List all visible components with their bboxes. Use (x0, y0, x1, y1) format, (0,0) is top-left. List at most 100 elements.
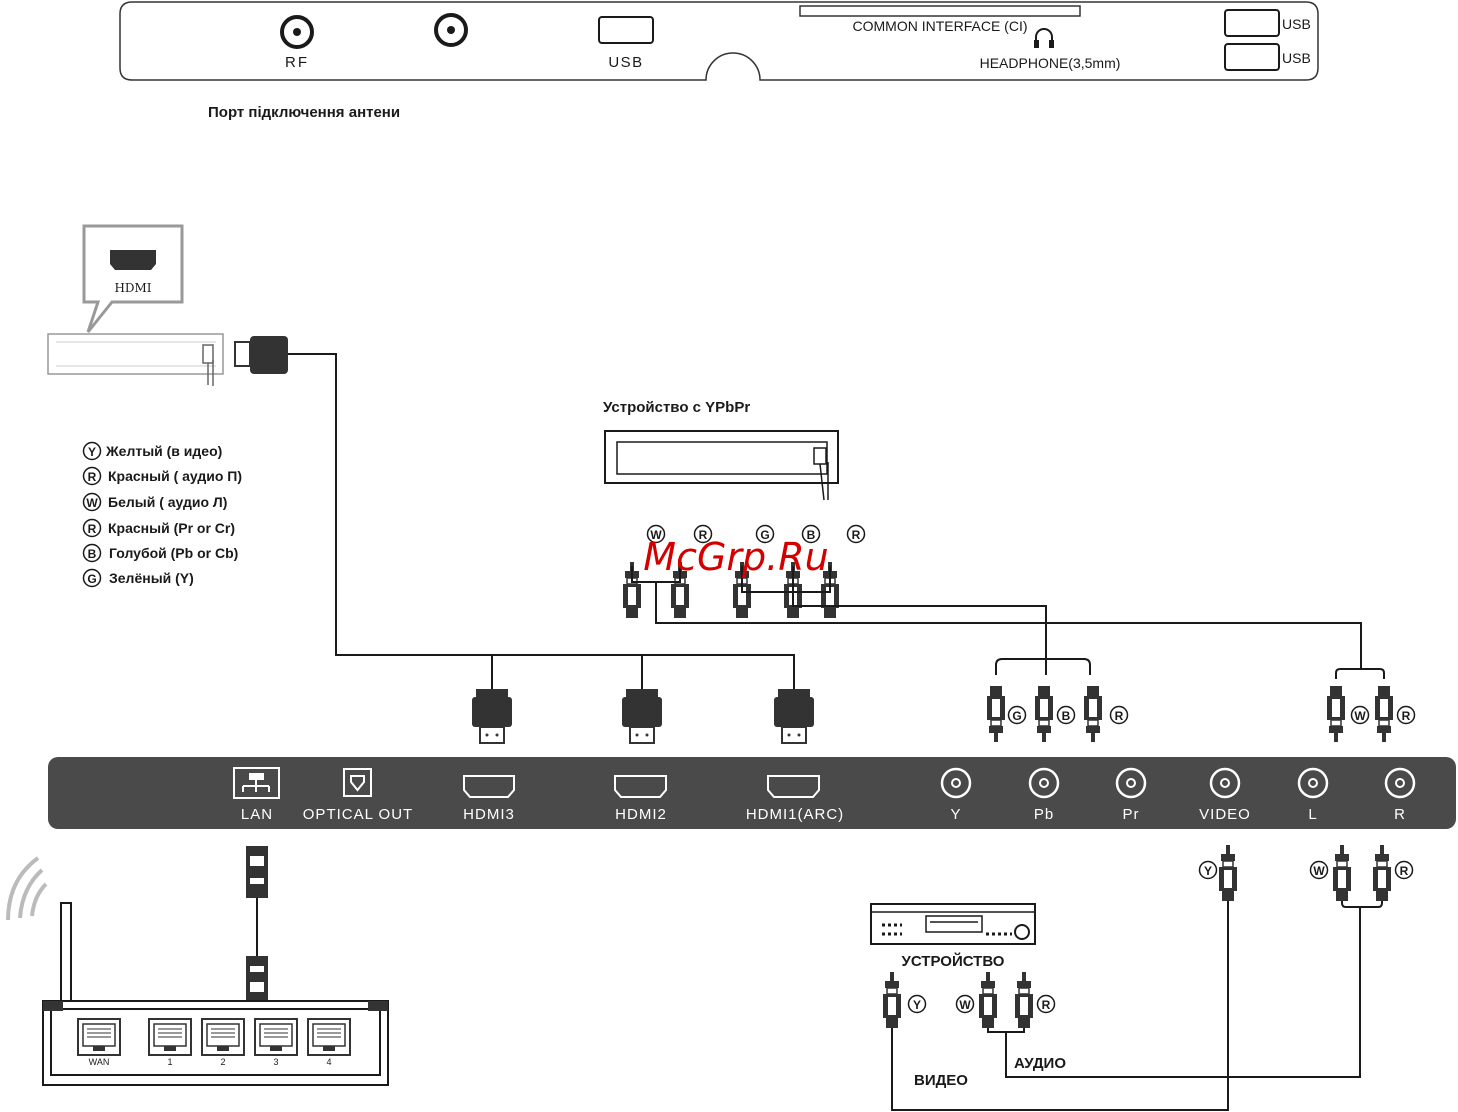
legend-text: Голубой (Pb or Cb) (109, 545, 238, 561)
color-legend: Y Желтый (в идео) R Красный ( аудио П) W… (82, 441, 242, 588)
rear-connector-panel: LAN OPTICAL OUT HDMI3 HDMI2 HDMI1(ARC) Y… (48, 757, 1456, 829)
rf-label: RF (285, 54, 309, 71)
pr-jack[interactable] (1115, 767, 1147, 799)
pb-jack[interactable] (1028, 767, 1060, 799)
usb-port-side-1[interactable] (1224, 9, 1280, 37)
av-device (870, 903, 1036, 945)
router-port-3[interactable] (254, 1018, 298, 1056)
component-plugs: G B R (986, 685, 1129, 743)
satellite-port[interactable] (434, 13, 468, 47)
router: WAN 1 2 3 4 (6, 856, 389, 1086)
port-label-pr: Pr (1123, 806, 1140, 823)
usb-side-label-2: USB (1282, 50, 1311, 66)
optical-out-port[interactable] (343, 768, 372, 797)
router-port-label: 1 (167, 1057, 172, 1067)
legend-text: Белый ( аудио Л) (108, 494, 227, 510)
port-label-optical: OPTICAL OUT (303, 806, 413, 823)
cable-routes (256, 353, 1385, 956)
plug-letter: G (1012, 709, 1021, 723)
port-label-lan: LAN (241, 806, 273, 823)
av-video-label: ВИДЕО (914, 1072, 968, 1089)
ypbpr-device (604, 430, 839, 501)
av-plugs-right: Y W R (1198, 844, 1414, 908)
router-port-wan[interactable] (77, 1018, 121, 1056)
plug-letter: W (1313, 864, 1325, 878)
plug-letter: R (699, 528, 708, 542)
hdmi-plug-hdmi2[interactable] (621, 688, 663, 744)
plug-letter: Y (913, 998, 921, 1012)
legend-item-green: G Зелёный (Y) (82, 568, 194, 588)
usb-port-top[interactable] (598, 16, 654, 44)
legend-item-blue: B Голубой (Pb or Cb) (82, 543, 238, 563)
antenna-caption: Порт підключення антени (208, 104, 400, 121)
audio-plugs-top: W R (1326, 685, 1416, 743)
plug-letter: B (807, 528, 816, 542)
audio-l-jack[interactable] (1297, 767, 1329, 799)
usb-side-label-1: USB (1282, 16, 1311, 32)
legend-text: Красный (Pr or Cr) (108, 520, 235, 536)
ypbpr-device-label: Устройство с YPbPr (603, 399, 750, 416)
headphone-label: HEADPHONE(3,5mm) (980, 55, 1121, 71)
port-label-hdmi2: HDMI2 (615, 806, 667, 823)
plug-letter: Y (1204, 864, 1212, 878)
ci-slot[interactable] (799, 5, 1081, 17)
legend-item-yellow: Y Желтый (в идео) (82, 441, 222, 461)
usb-port-side-2[interactable] (1224, 43, 1280, 71)
router-port-label: 3 (273, 1057, 278, 1067)
usb-label-top: USB (608, 54, 643, 71)
router-port-4[interactable] (307, 1018, 351, 1056)
hdmi2-port[interactable] (614, 775, 667, 798)
hdmi3-port[interactable] (463, 775, 515, 798)
port-label-pb: Pb (1034, 806, 1054, 823)
ci-label: COMMON INTERFACE (CI) (853, 18, 1028, 34)
plug-letter: W (959, 998, 971, 1012)
legend-item-white: W Белый ( аудио Л) (82, 492, 227, 512)
router-port-label: 4 (326, 1057, 331, 1067)
lan-cable (246, 846, 268, 1000)
legend-text: Красный ( аудио П) (108, 468, 242, 484)
hdmi-plug-source[interactable] (234, 336, 288, 374)
plug-letter: R (1400, 864, 1409, 878)
port-label-y: Y (950, 806, 961, 823)
plug-letter: W (650, 528, 662, 542)
legend-item-red-pr: R Красный (Pr or Cr) (82, 518, 235, 538)
plug-letter: B (1062, 709, 1071, 723)
hdmi-plug-hdmi3[interactable] (471, 688, 513, 744)
hdmi1-arc-port[interactable] (767, 775, 820, 798)
ypbpr-device-plugs: W R G B R (622, 524, 866, 619)
router-port-1[interactable] (148, 1018, 192, 1056)
legend-letter: B (88, 547, 97, 561)
legend-item-red-audio: R Красный ( аудио П) (82, 466, 242, 486)
audio-r-jack[interactable] (1384, 767, 1416, 799)
router-port-label: 2 (220, 1057, 225, 1067)
headphone-icon[interactable] (1034, 28, 1054, 48)
plug-letter: R (1115, 709, 1124, 723)
hdmi-plug-hdmi1[interactable] (773, 688, 815, 744)
plug-letter: R (1402, 709, 1411, 723)
router-port-label: WAN (89, 1057, 110, 1067)
port-label-l: L (1308, 806, 1317, 823)
hdmi-device-label: HDMI (114, 281, 151, 295)
av-audio-label: АУДИО (1014, 1055, 1066, 1072)
plug-letter: W (1354, 709, 1366, 723)
plug-letter: R (852, 528, 861, 542)
av-device-plugs: Y W R (882, 901, 1361, 1111)
legend-letter: G (87, 572, 96, 586)
port-label-hdmi3: HDMI3 (463, 806, 515, 823)
plug-letter: G (760, 528, 769, 542)
rf-port[interactable] (280, 15, 314, 49)
router-port-2[interactable] (201, 1018, 245, 1056)
lan-port[interactable] (233, 767, 280, 799)
legend-text: Зелёный (Y) (109, 570, 194, 586)
legend-letter: W (86, 496, 98, 510)
port-label-hdmi1: HDMI1(ARC) (746, 806, 844, 823)
video-jack[interactable] (1209, 767, 1241, 799)
watermark: McGrp.Ru (643, 535, 828, 579)
top-side-panel: RF USB COMMON INTERFACE (CI) HEADPHONE(3… (119, 1, 1319, 81)
y-jack[interactable] (940, 767, 972, 799)
plug-letter: R (1042, 998, 1051, 1012)
legend-letter: Y (88, 445, 96, 459)
legend-letter: R (88, 470, 97, 484)
port-label-video: VIDEO (1199, 806, 1251, 823)
